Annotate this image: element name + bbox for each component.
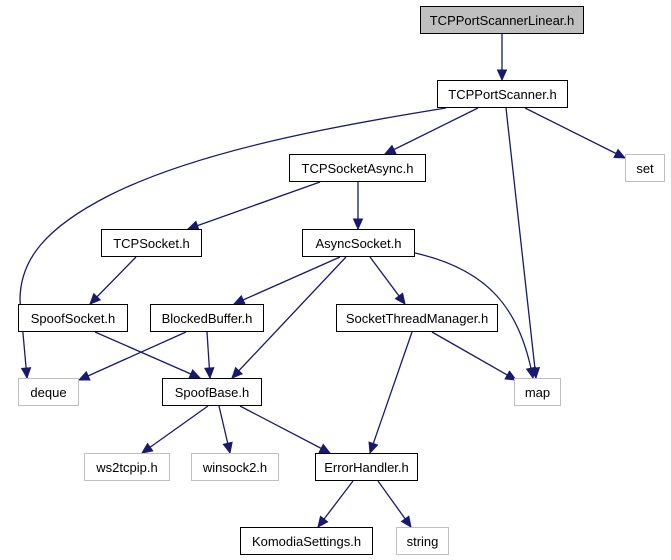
edge-asyncsocket-to-spoofbase xyxy=(231,256,347,379)
arrowhead-tcpportscannerlinear-to-tcpportscanner xyxy=(496,69,508,82)
edge-spoofbase-to-errorhandler xyxy=(239,405,331,454)
arrowhead-socketthreadmanager-to-errorhandler xyxy=(368,441,379,455)
node-asyncsocket[interactable]: AsyncSocket.h xyxy=(302,229,415,257)
arrowhead-socketthreadmanager-to-map xyxy=(504,370,518,381)
node-spoofbase[interactable]: SpoofBase.h xyxy=(162,378,262,406)
node-set: set xyxy=(625,154,665,182)
arrowhead-tcpportscanner-to-set xyxy=(613,148,627,159)
edge-asyncsocket-to-map xyxy=(414,252,534,379)
node-socketthreadmanager[interactable]: SocketThreadManager.h xyxy=(336,304,498,332)
node-tcpsocketasync[interactable]: TCPSocketAsync.h xyxy=(289,154,426,182)
edge-socketthreadmanager-to-errorhandler xyxy=(369,331,413,454)
node-komodiasettings[interactable]: KomodiaSettings.h xyxy=(240,527,373,555)
arrowhead-spoofbase-to-errorhandler xyxy=(318,443,332,454)
edge-tcpsocketasync-to-tcpsocket xyxy=(187,181,321,230)
node-tcpsocket[interactable]: TCPSocket.h xyxy=(101,229,202,257)
edge-tcpportscanner-to-map xyxy=(505,107,537,379)
edge-tcpportscanner-to-deque xyxy=(19,107,447,379)
edge-asyncsocket-to-blockedbuffer xyxy=(233,256,341,305)
arrowhead-asyncsocket-to-spoofbase xyxy=(231,366,244,379)
node-deque: deque xyxy=(18,378,79,406)
arrowhead-errorhandler-to-komodiasettings xyxy=(317,515,329,528)
node-string: string xyxy=(396,527,449,555)
arrowhead-spoofbase-to-ws2tcpip xyxy=(141,442,154,454)
node-winsock2: winsock2.h xyxy=(191,453,279,481)
arrowhead-asyncsocket-to-socketthreadmanager xyxy=(394,292,406,305)
arrowhead-tcpportscanner-to-tcpsocketasync xyxy=(383,144,397,155)
edge-spoofbase-to-ws2tcpip xyxy=(141,405,209,454)
arrowhead-asyncsocket-to-blockedbuffer xyxy=(232,294,246,305)
node-map: map xyxy=(514,378,561,406)
arrowhead-tcpportscanner-to-deque xyxy=(20,367,32,380)
edge-tcpportscanner-to-set xyxy=(524,107,626,159)
edge-tcpsocket-to-spoofsocket xyxy=(89,256,137,305)
edge-spoofsocket-to-spoofbase xyxy=(94,331,201,379)
arrowhead-blockedbuffer-to-deque xyxy=(77,370,91,381)
edge-tcpportscanner-to-tcpsocketasync xyxy=(384,107,479,155)
node-blockedbuffer[interactable]: BlockedBuffer.h xyxy=(150,304,264,332)
node-tcpportscanner[interactable]: TCPPortScanner.h xyxy=(437,80,568,108)
edge-socketthreadmanager-to-map xyxy=(431,331,517,381)
edge-blockedbuffer-to-deque xyxy=(78,331,187,381)
node-ws2tcpip: ws2tcpip.h xyxy=(84,453,170,481)
node-errorhandler[interactable]: ErrorHandler.h xyxy=(315,453,418,481)
arrowhead-spoofsocket-to-spoofbase xyxy=(188,368,202,379)
arrowhead-spoofbase-to-winsock2 xyxy=(222,441,233,455)
arrowhead-asyncsocket-to-map xyxy=(525,366,537,380)
node-tcpportscannerlinear[interactable]: TCPPortScannerLinear.h xyxy=(420,6,584,34)
arrowhead-tcpsocketasync-to-asyncsocket xyxy=(352,218,364,231)
node-spoofsocket[interactable]: SpoofSocket.h xyxy=(18,304,128,332)
arrowhead-errorhandler-to-string xyxy=(400,515,412,528)
arrowhead-blockedbuffer-to-spoofbase xyxy=(204,367,215,380)
arrowhead-tcpsocket-to-spoofsocket xyxy=(89,292,102,305)
